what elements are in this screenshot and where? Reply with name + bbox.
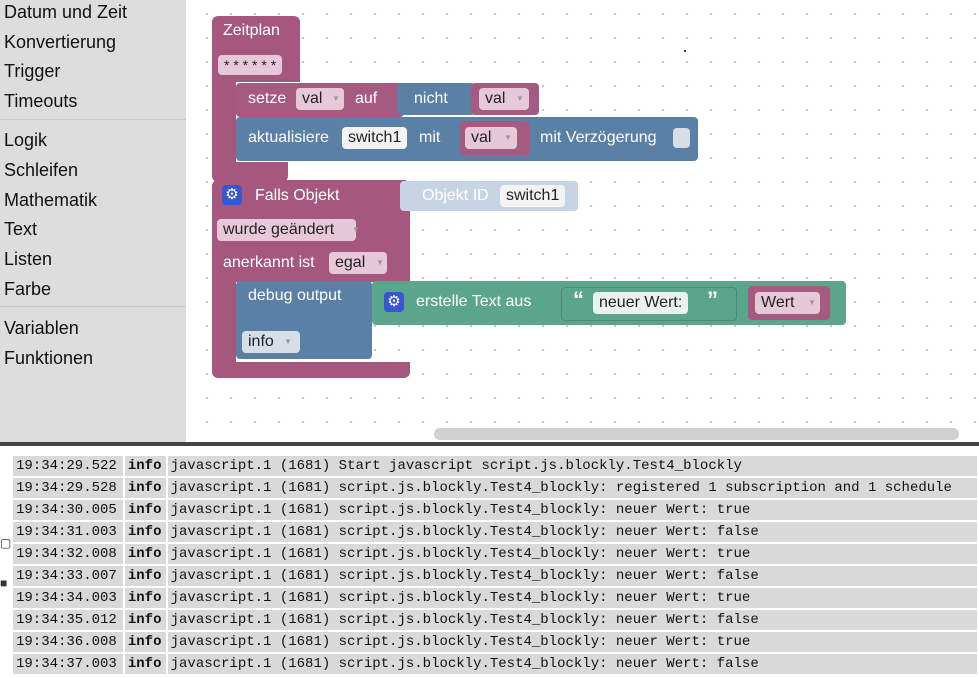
toolbox-category-trigger[interactable]: Trigger — [4, 61, 61, 81]
gear-icon[interactable]: ⚙ — [384, 292, 404, 312]
log-message: javascript.1 (1681) Start javascript scr… — [167, 456, 979, 476]
object-id-field[interactable]: switch1 — [500, 185, 566, 207]
log-message: javascript.1 (1681) script.js.blockly.Te… — [167, 588, 979, 608]
quote-close-icon: ” — [707, 287, 718, 312]
debug-label: debug output — [248, 287, 342, 304]
update-delay-label: mit Verzögerung — [540, 129, 657, 146]
log-time: 19:34:35.012 — [13, 610, 125, 630]
panel-edge-icon[interactable]: ■ — [0, 576, 8, 590]
dropdown-arrow-icon: ▼ — [376, 258, 384, 267]
gear-icon[interactable]: ⚙ — [222, 185, 242, 205]
dropdown-arrow-icon: ▼ — [504, 133, 512, 142]
text-variable-dropdown[interactable]: Wert — [755, 292, 821, 314]
trigger-condition-dropdown[interactable]: wurde geändert — [217, 219, 357, 241]
log-message: javascript.1 (1681) script.js.blockly.Te… — [167, 610, 979, 630]
log-time: 19:34:32.008 — [13, 544, 125, 564]
delay-checkbox[interactable] — [673, 128, 690, 148]
cron-field[interactable]: * * * * * * — [218, 55, 283, 75]
log-level: info — [124, 478, 168, 498]
log-time: 19:34:33.007 — [13, 566, 125, 586]
trigger-title: Falls Objekt — [255, 187, 340, 204]
log-message: javascript.1 (1681) script.js.blockly.Te… — [167, 632, 979, 652]
toolbox-category-variables[interactable]: Variablen — [4, 318, 79, 338]
not-label: nicht — [414, 90, 448, 107]
cursor-dot — [684, 50, 686, 52]
dropdown-arrow-icon: ▼ — [332, 94, 340, 103]
dropdown-arrow-icon: ▼ — [284, 337, 292, 346]
panel-edge-icon[interactable]: ▢ — [0, 536, 12, 550]
dropdown-arrow-icon: ▼ — [352, 225, 360, 234]
workspace-horizontal-scrollbar[interactable] — [434, 428, 959, 440]
schedule-title: Zeitplan — [223, 22, 280, 39]
toolbox-category-logic[interactable]: Logik — [4, 130, 48, 150]
toolbox-category-color[interactable]: Farbe — [4, 279, 52, 299]
set-variable-dropdown[interactable]: val — [296, 88, 345, 110]
ack-dropdown[interactable]: egal — [329, 252, 388, 274]
blockly-workspace[interactable]: Zeitplan * * * * * * setze val ▼ auf nic… — [186, 0, 979, 442]
toolbox-separator — [0, 306, 186, 307]
text-literal-field[interactable]: neuer Wert: — [593, 292, 689, 314]
log-level: info — [124, 588, 168, 608]
quote-open-icon: “ — [573, 287, 584, 312]
object-id-label: Objekt ID — [422, 187, 489, 204]
log-level: info — [124, 654, 168, 674]
log-message: javascript.1 (1681) script.js.blockly.Te… — [167, 654, 979, 674]
log-level: info — [124, 522, 168, 542]
toolbox-category-datetime[interactable]: Datum und Zeit — [4, 2, 128, 22]
blockly-toolbox: Datum und Zeit Konvertierung Trigger Tim… — [0, 0, 186, 442]
log-level: info — [124, 566, 168, 586]
toolbox-separator — [0, 119, 186, 120]
log-time: 19:34:37.003 — [13, 654, 125, 674]
update-target-field[interactable]: switch1 — [342, 127, 408, 149]
toolbox-category-lists[interactable]: Listen — [4, 249, 53, 269]
log-time: 19:34:36.008 — [13, 632, 125, 652]
set-label: setze — [248, 90, 287, 107]
log-time: 19:34:30.005 — [13, 500, 125, 520]
toolbox-category-functions[interactable]: Funktionen — [4, 348, 94, 368]
log-level: info — [124, 500, 168, 520]
log-level: info — [124, 456, 168, 476]
toolbox-category-conversion[interactable]: Konvertierung — [4, 32, 117, 52]
log-message: javascript.1 (1681) script.js.blockly.Te… — [167, 478, 979, 498]
set-to-label: auf — [355, 90, 378, 107]
dropdown-arrow-icon: ▼ — [516, 94, 524, 103]
dropdown-arrow-icon: ▼ — [808, 298, 816, 307]
log-message: javascript.1 (1681) script.js.blockly.Te… — [167, 500, 979, 520]
log-time: 19:34:31.003 — [13, 522, 125, 542]
log-time: 19:34:34.003 — [13, 588, 125, 608]
ack-label: anerkannt ist — [223, 254, 315, 271]
log-level: info — [124, 632, 168, 652]
toolbox-category-loops[interactable]: Schleifen — [4, 160, 79, 180]
toolbox-category-text[interactable]: Text — [4, 219, 38, 239]
toolbox-category-math[interactable]: Mathematik — [4, 190, 98, 210]
log-message: javascript.1 (1681) script.js.blockly.Te… — [167, 544, 979, 564]
update-value-dropdown[interactable]: val — [465, 127, 518, 149]
log-level: info — [124, 544, 168, 564]
log-level: info — [124, 610, 168, 630]
text-join-label: erstelle Text aus — [416, 293, 532, 310]
not-operand-dropdown[interactable]: val — [479, 88, 530, 110]
update-label: aktualisiere — [248, 129, 329, 146]
update-with-label: mit — [419, 129, 441, 146]
debug-level-dropdown[interactable]: info — [242, 331, 300, 353]
log-message: javascript.1 (1681) script.js.blockly.Te… — [167, 522, 979, 542]
log-time: 19:34:29.522 — [13, 456, 125, 476]
log-time: 19:34:29.528 — [13, 478, 125, 498]
log-message: javascript.1 (1681) script.js.blockly.Te… — [167, 566, 979, 586]
toolbox-category-timeouts[interactable]: Timeouts — [4, 91, 78, 111]
